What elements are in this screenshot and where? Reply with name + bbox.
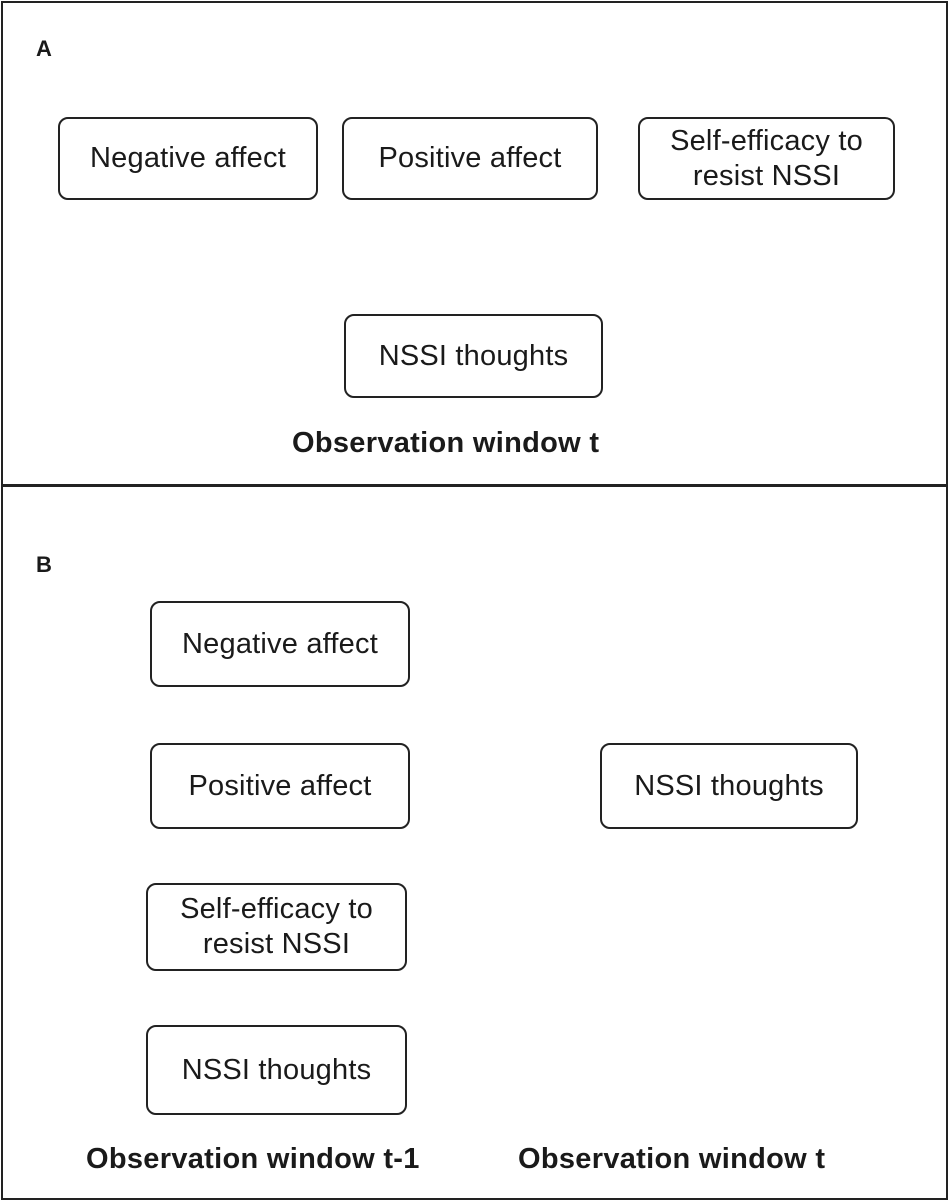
node-b-self-efficacy: Self-efficacy to resist NSSI (146, 883, 407, 971)
panel-b-letter: B (36, 552, 52, 577)
node-b-positive-affect: Positive affect (150, 743, 410, 829)
panel-b: B (1, 486, 948, 1200)
panel-b-caption-right: Observation window t (518, 1143, 826, 1175)
node-b-nssi-thoughts-t: NSSI thoughts (600, 743, 858, 829)
node-a-self-efficacy: Self-efficacy to resist NSSI (638, 117, 895, 200)
node-b-negative-affect: Negative affect (150, 601, 410, 687)
node-a-negative-affect: Negative affect (58, 117, 318, 200)
panel-b-caption-left: Observation window t-1 (86, 1143, 420, 1175)
node-b-nssi-thoughts-prev: NSSI thoughts (146, 1025, 407, 1115)
panel-a: A (1, 1, 948, 486)
panel-a-letter: A (36, 36, 52, 61)
node-a-positive-affect: Positive affect (342, 117, 598, 200)
panel-a-caption: Observation window t (292, 427, 600, 459)
node-a-nssi-thoughts: NSSI thoughts (344, 314, 603, 398)
